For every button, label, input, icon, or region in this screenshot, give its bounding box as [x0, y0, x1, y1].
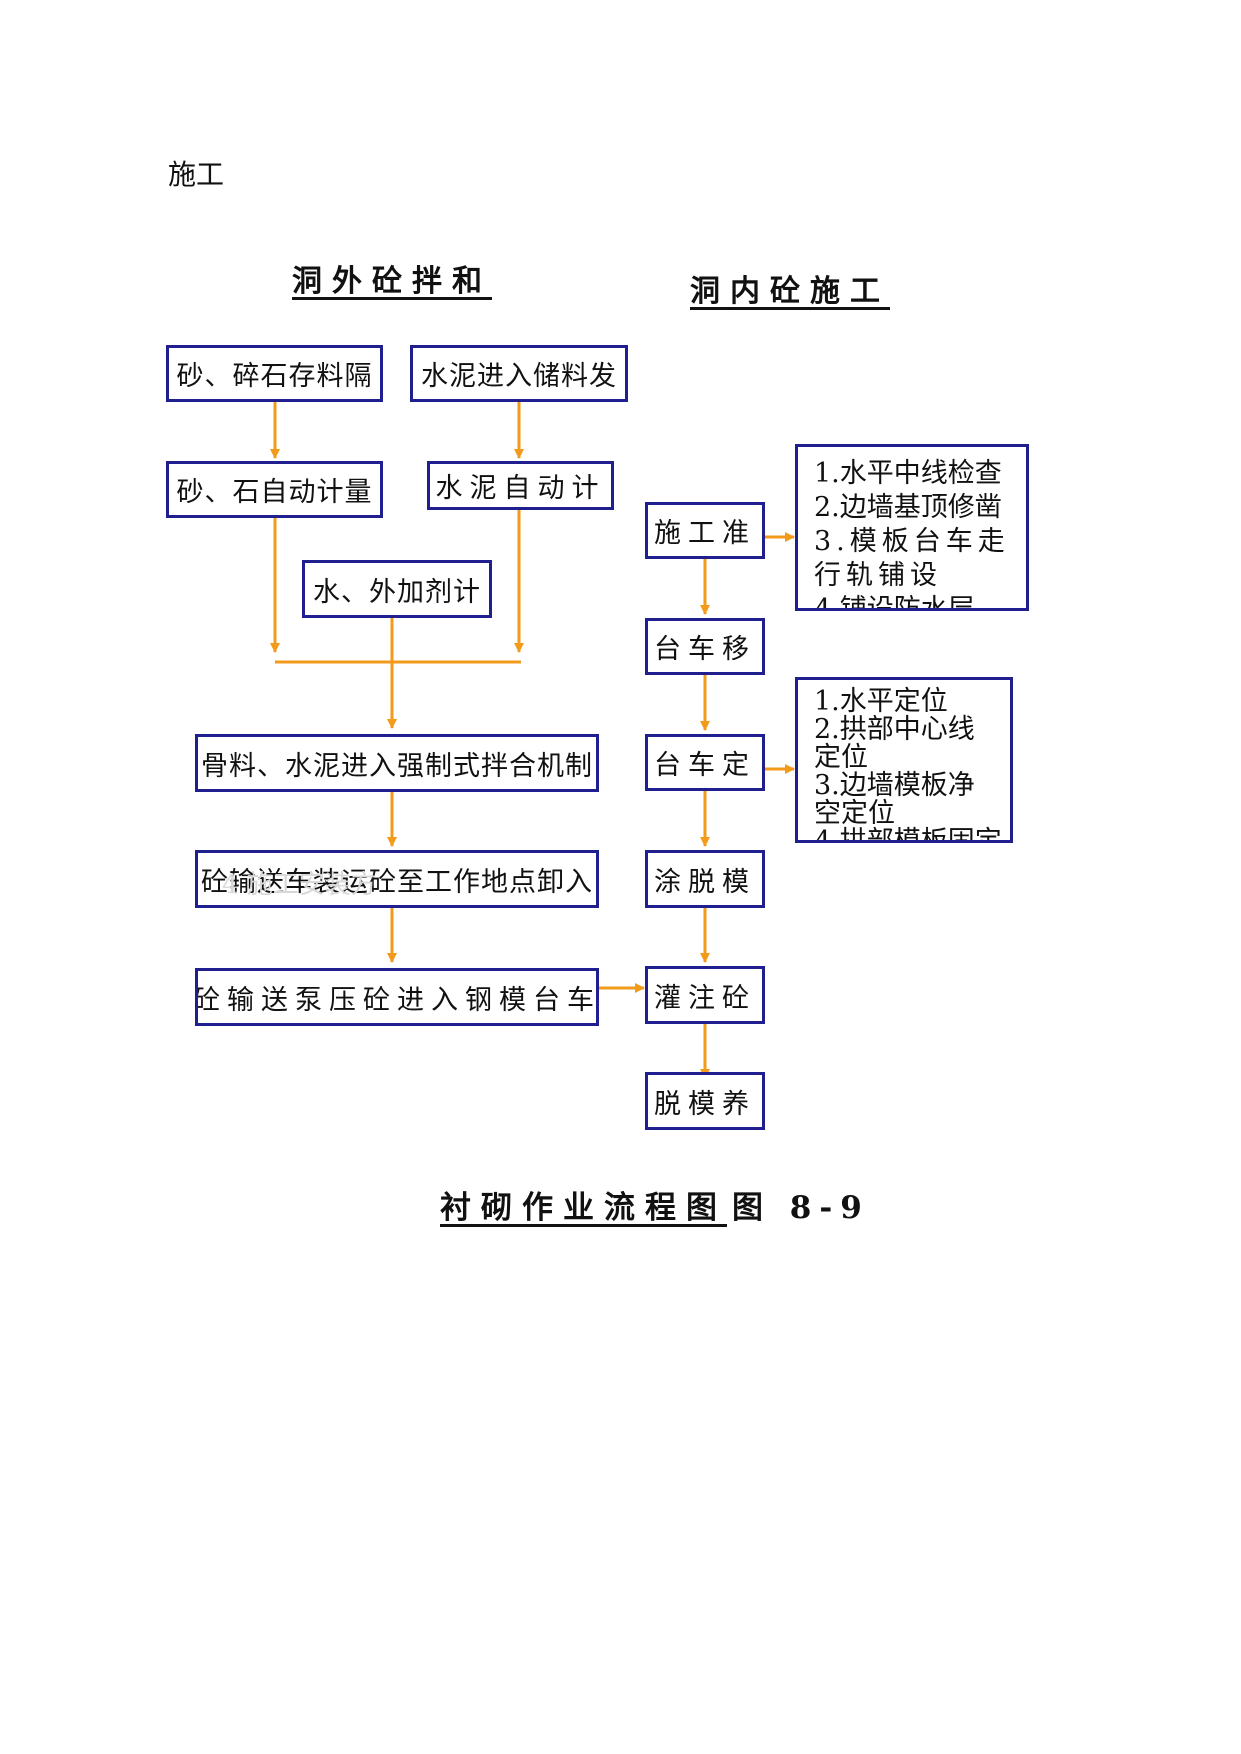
box-cement-to-silo: 水泥进入储料发 [410, 345, 628, 402]
note-item: 1.水平定位 [814, 686, 948, 717]
page-header: 施工 [168, 158, 225, 191]
box-demold-cure: 脱模养 [645, 1072, 765, 1130]
note-item: 2.拱部中心线定位 [814, 714, 975, 773]
box-transport-truck: 砼输送车装运砼至工作地点卸入 [195, 850, 599, 908]
note-item: 3.边墙模板净空定位 [814, 770, 975, 829]
note-item: 1.水平中线检查 [814, 458, 1002, 489]
box-water-admixture-metering: 水、外加剂计 [302, 560, 492, 618]
note-item: 2.边墙基顶修凿 [814, 492, 1002, 523]
note-item: 4.拱部模板固定 [814, 826, 1002, 843]
box-construction-prep: 施工准 [645, 502, 765, 559]
caption-title: 衬砌作业流程图 [440, 1190, 727, 1226]
note-item: 3.模板台车走行轨铺设 [814, 526, 1010, 591]
heading-inside-construction: 洞内砼施工 [690, 274, 890, 309]
box-cement-metering: 水泥自动计 [427, 461, 614, 510]
box-trolley-move: 台车移 [645, 618, 765, 675]
box-sand-stone-storage: 砂、碎石存料隔 [166, 345, 383, 402]
box-pour-concrete: 灌注砼 [645, 966, 765, 1024]
box-forced-mixer: 骨料、水泥进入强制式拌合机制 [195, 734, 599, 792]
box-release-agent: 涂脱模 [645, 850, 765, 908]
note-prep-items: 1.水平中线检查 2.边墙基顶修凿 3.模板台车走行轨铺设 4.铺设防水层 [795, 444, 1029, 611]
heading-outside-mixing: 洞外砼拌和 [292, 264, 492, 299]
note-position-items: 1.水平定位 2.拱部中心线定位 3.边墙模板净空定位 4.拱部模板固定 [795, 677, 1013, 843]
note-item: 4.铺设防水层 [814, 594, 975, 611]
caption-figure-number: 图 8-9 [732, 1190, 870, 1226]
watermark-text: 4 施工安装方 [222, 870, 377, 900]
box-pump-to-formwork: 砼输送泵压砼进入钢模台车 [195, 968, 599, 1026]
box-trolley-position: 台车定 [645, 734, 765, 791]
box-sand-stone-metering: 砂、石自动计量 [166, 461, 383, 518]
